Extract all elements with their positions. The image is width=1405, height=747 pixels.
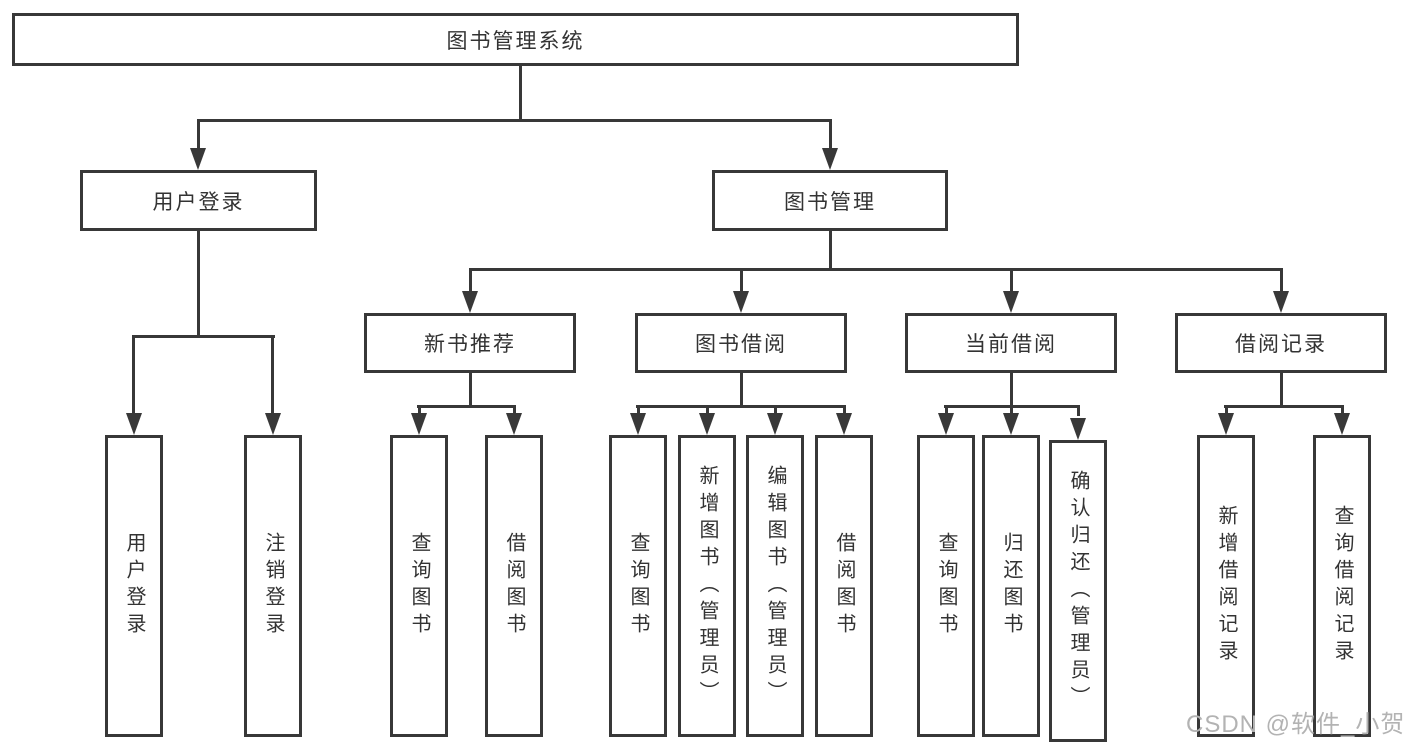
- connector-line: [1077, 408, 1080, 416]
- connector-line: [519, 66, 522, 120]
- arrow-down-icon: [767, 413, 783, 435]
- arrow-down-icon: [190, 148, 206, 170]
- connector-line: [1341, 408, 1344, 416]
- leaf-borrow-books-borrowing: 借阅图书: [815, 435, 873, 737]
- leaf-return-books-label: 归还图书: [1000, 532, 1022, 640]
- connector-line: [271, 338, 274, 413]
- connector-line: [740, 373, 743, 406]
- arrow-down-icon: [1273, 291, 1289, 313]
- node-user-login: 用户登录: [80, 170, 317, 231]
- leaf-borrow-books-borrowing-label: 借阅图书: [833, 532, 855, 640]
- connector-line: [197, 231, 200, 336]
- leaf-return-books: 归还图书: [982, 435, 1040, 737]
- leaf-add-borrow-record: 新增借阅记录: [1197, 435, 1255, 737]
- arrow-down-icon: [733, 291, 749, 313]
- connector-line: [469, 268, 1283, 271]
- leaf-query-borrow-record-label: 查询借阅记录: [1331, 505, 1353, 667]
- connector-line: [1010, 271, 1013, 291]
- connector-line: [1225, 408, 1228, 416]
- connector-line: [197, 119, 832, 122]
- arrow-down-icon: [1003, 291, 1019, 313]
- connector-line: [1280, 271, 1283, 291]
- leaf-borrow-books-recommend-label: 借阅图书: [503, 532, 525, 640]
- leaf-logout-label: 注销登录: [262, 532, 284, 640]
- leaf-query-books-current-label: 查询图书: [935, 532, 957, 640]
- connector-line: [1010, 373, 1013, 406]
- leaf-confirm-return-admin: 确认归还（管理员）: [1049, 440, 1107, 742]
- node-borrowing-records: 借阅记录: [1175, 313, 1387, 373]
- leaf-edit-books-admin: 编辑图书（管理员）: [746, 435, 804, 737]
- connector-line: [637, 408, 640, 416]
- node-new-book-recommend: 新书推荐: [364, 313, 576, 373]
- node-book-borrowing: 图书借阅: [635, 313, 847, 373]
- node-current-borrowing: 当前借阅: [905, 313, 1117, 373]
- arrow-down-icon: [265, 413, 281, 435]
- node-borrowing-records-label: 借阅记录: [1235, 333, 1327, 356]
- node-book-management: 图书管理: [712, 170, 948, 231]
- connector-line: [774, 408, 777, 416]
- connector-line: [740, 271, 743, 291]
- leaf-query-books-borrowing-label: 查询图书: [627, 532, 649, 640]
- arrow-down-icon: [1218, 413, 1234, 435]
- leaf-borrow-books-recommend: 借阅图书: [485, 435, 543, 737]
- arrow-down-icon: [630, 413, 646, 435]
- leaf-query-books-borrowing: 查询图书: [609, 435, 667, 737]
- connector-line: [513, 408, 516, 416]
- arrow-down-icon: [938, 413, 954, 435]
- leaf-confirm-return-admin-label: 确认归还（管理员）: [1067, 469, 1089, 713]
- connector-line: [469, 373, 472, 406]
- leaf-user-login: 用户登录: [105, 435, 163, 737]
- leaf-add-books-admin-label: 新增图书（管理员）: [696, 464, 718, 708]
- connector-line: [1280, 373, 1283, 406]
- connector-line: [945, 408, 948, 416]
- leaf-user-login-label: 用户登录: [123, 532, 145, 640]
- connector-line: [843, 408, 846, 416]
- connector-line: [417, 405, 516, 408]
- arrow-down-icon: [411, 413, 427, 435]
- arrow-down-icon: [836, 413, 852, 435]
- connector-line: [636, 405, 846, 408]
- connector-line: [944, 405, 1080, 408]
- connector-line: [706, 408, 709, 416]
- leaf-logout: 注销登录: [244, 435, 302, 737]
- connector-line: [469, 271, 472, 291]
- node-current-borrowing-label: 当前借阅: [965, 333, 1057, 356]
- arrow-down-icon: [1070, 418, 1086, 440]
- leaf-edit-books-admin-label: 编辑图书（管理员）: [764, 464, 786, 708]
- node-book-borrowing-label: 图书借阅: [695, 333, 787, 356]
- node-new-book-recommend-label: 新书推荐: [424, 333, 516, 356]
- connector-line: [197, 122, 200, 149]
- arrow-down-icon: [126, 413, 142, 435]
- arrow-down-icon: [822, 148, 838, 170]
- arrow-down-icon: [1003, 413, 1019, 435]
- arrow-down-icon: [1334, 413, 1350, 435]
- leaf-query-books-recommend: 查询图书: [390, 435, 448, 737]
- connector-line: [1224, 405, 1344, 408]
- csdn-watermark: CSDN @软件_小贺同学: [1186, 711, 1405, 738]
- arrow-down-icon: [462, 291, 478, 313]
- connector-line: [418, 408, 421, 416]
- connector-line: [829, 122, 832, 149]
- arrow-down-icon: [506, 413, 522, 435]
- arrow-down-icon: [699, 413, 715, 435]
- node-book-management-label: 图书管理: [784, 190, 876, 214]
- connector-line: [132, 335, 275, 338]
- leaf-query-books-recommend-label: 查询图书: [408, 532, 430, 640]
- node-user-login-label: 用户登录: [152, 190, 245, 214]
- connector-line: [132, 338, 135, 413]
- leaf-add-borrow-record-label: 新增借阅记录: [1215, 505, 1237, 667]
- leaf-add-books-admin: 新增图书（管理员）: [678, 435, 736, 737]
- connector-line: [829, 231, 832, 271]
- leaf-query-books-current: 查询图书: [917, 435, 975, 737]
- connector-line: [1010, 408, 1013, 416]
- node-root: 图书管理系统: [12, 13, 1019, 66]
- node-root-label: 图书管理系统: [446, 29, 585, 53]
- leaf-query-borrow-record: 查询借阅记录: [1313, 435, 1371, 737]
